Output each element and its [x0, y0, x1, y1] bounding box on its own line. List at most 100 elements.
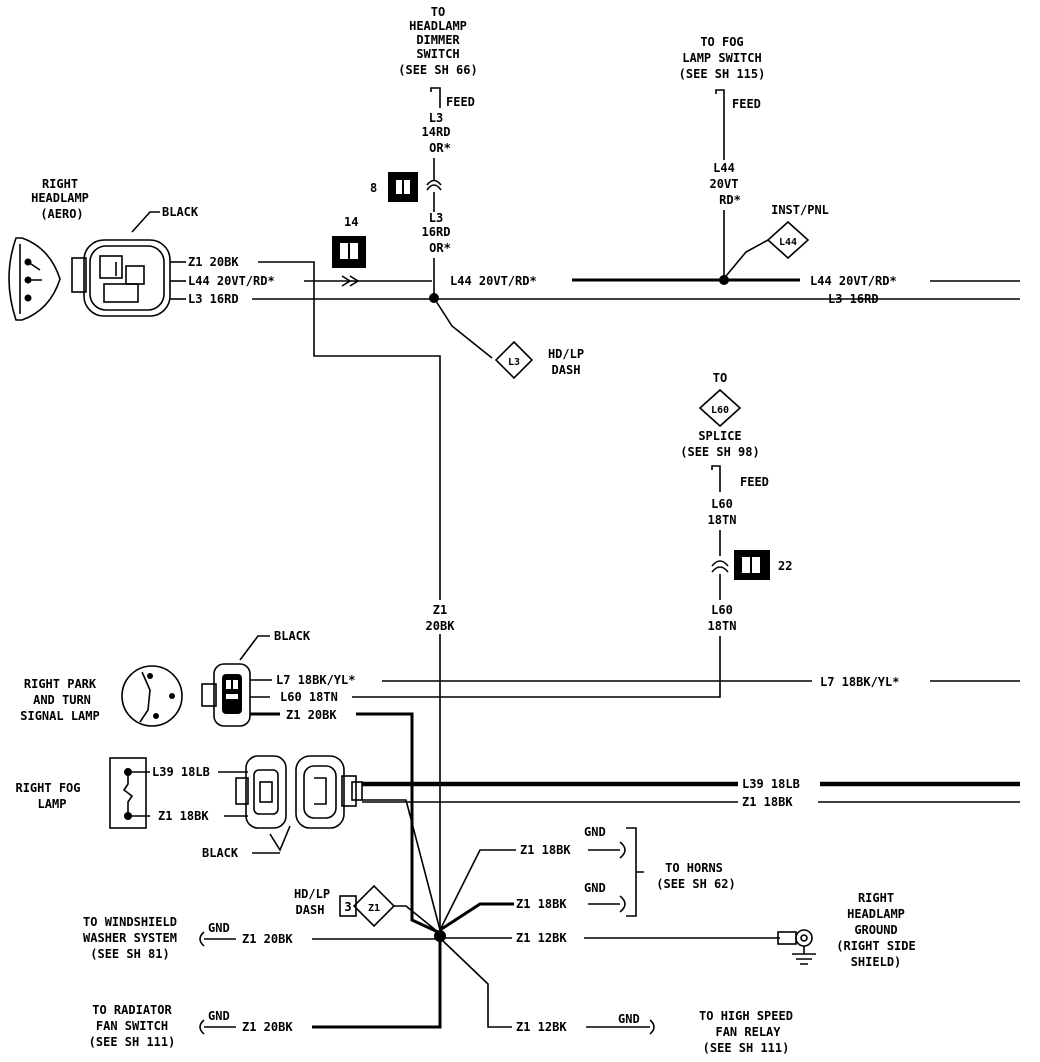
- z1-diamond: [352, 884, 396, 928]
- svg-text:GROUND: GROUND: [854, 923, 897, 937]
- svg-text:(SEE SH 81): (SEE SH 81): [90, 947, 169, 961]
- svg-text:OR*: OR*: [429, 241, 451, 255]
- svg-text:RIGHT PARK: RIGHT PARK: [24, 677, 97, 691]
- connector-3-number: 3: [344, 900, 351, 914]
- feed-2-label: FEED: [732, 97, 761, 111]
- l3-upper-label: L3 14RD OR*: [422, 111, 451, 155]
- park-lamp-bulb: [121, 665, 183, 727]
- headlamp-bulb: [8, 237, 61, 321]
- fog-switch-callout: TO FOG LAMP SWITCH (SEE SH 115): [679, 35, 766, 81]
- splice-line-2: (SEE SH 98): [680, 445, 759, 459]
- l44-vertical-label: L44 20VT RD*: [710, 161, 741, 207]
- fog-lamp-label: RIGHT FOG LAMP: [15, 781, 80, 811]
- fog-connector-right[interactable]: [295, 755, 363, 829]
- l44-mid-label: L44 20VT/RD*: [450, 274, 537, 288]
- l3-diamond-label: L3: [508, 357, 520, 368]
- connector-3-box: [339, 895, 357, 917]
- inst-pnl-label: INST/PNL: [771, 203, 829, 217]
- l60-upper-line-1: L60: [711, 497, 733, 511]
- splice-feed-marker: [711, 465, 721, 492]
- svg-text:HEADLAMP: HEADLAMP: [847, 907, 905, 921]
- svg-text:TO WINDSHIELD: TO WINDSHIELD: [83, 915, 177, 929]
- ground-hdlp-dash-line-1: HD/LP: [294, 887, 330, 901]
- connector-22-number: 22: [778, 559, 792, 573]
- park-lamp-connector[interactable]: [201, 663, 251, 727]
- svg-text:RIGHT FOG: RIGHT FOG: [15, 781, 80, 795]
- l60-diamond-label: L60: [711, 405, 729, 416]
- l3-right-label: L3 16RD: [828, 292, 879, 306]
- horn-gnd-symbol-1: [588, 841, 626, 859]
- radiator-z1-label: Z1 20BK: [242, 1020, 293, 1034]
- radiator-ground-wire: [312, 940, 442, 1029]
- headlamp-connector[interactable]: [71, 239, 171, 317]
- l60-wire: [352, 636, 721, 698]
- svg-text:L3: L3: [429, 211, 443, 225]
- svg-text:SHIELD): SHIELD): [851, 955, 902, 969]
- splice-to-label: TO: [713, 371, 727, 385]
- fog-black-label: BLACK: [202, 846, 239, 860]
- park-l7-label: L7 18BK/YL*: [276, 673, 355, 687]
- svg-text:RIGHT: RIGHT: [42, 177, 78, 191]
- svg-text:LAMP SWITCH: LAMP SWITCH: [682, 51, 761, 65]
- l60-upper-line-2: 18TN: [708, 513, 737, 527]
- svg-text:RIGHT: RIGHT: [858, 891, 894, 905]
- headlamp-z1-label: Z1 20BK: [188, 255, 239, 269]
- connector-14-box: [332, 236, 366, 268]
- connector-14-number: 14: [344, 215, 358, 229]
- headlamp-l3-label: L3 16RD: [188, 292, 239, 306]
- connector-8-number: 8: [370, 181, 377, 195]
- headlamp-black-label: BLACK: [162, 205, 199, 219]
- l60-lower-line-1: L60: [711, 603, 733, 617]
- washer-gnd-symbol: [199, 931, 236, 947]
- splice-feed-label: FEED: [740, 475, 769, 489]
- park-black-label: BLACK: [274, 629, 311, 643]
- headlamp-dimmer-callout: TO HEADLAMP DIMMER SWITCH (SEE SH 66): [398, 5, 477, 77]
- connector-22-pins: [711, 560, 729, 573]
- feed-1-label: FEED: [446, 95, 475, 109]
- z1-diamond-label: Z1: [368, 903, 380, 914]
- fan-relay-callout: TO HIGH SPEED FAN RELAY (SEE SH 111): [699, 1009, 793, 1055]
- headlamp-ground-eyelet: [777, 929, 816, 965]
- svg-text:(SEE SH 111): (SEE SH 111): [703, 1041, 790, 1055]
- fan-z1-label: Z1 12BK: [516, 1020, 567, 1034]
- horn-gnd-1-label: GND: [584, 825, 606, 839]
- svg-text:L3: L3: [429, 111, 443, 125]
- l44-diamond: [766, 220, 810, 260]
- svg-text:RD*: RD*: [719, 193, 741, 207]
- z1-vertical-line-1: Z1: [433, 603, 447, 617]
- svg-text:TO RADIATOR: TO RADIATOR: [92, 1003, 172, 1017]
- svg-text:14RD: 14RD: [422, 125, 451, 139]
- washer-gnd-label: GND: [208, 921, 230, 935]
- right-headlamp-label: RIGHT HEADLAMP (AERO): [31, 177, 89, 221]
- z1-headlamp-ground-wire: [258, 261, 441, 930]
- svg-text:HEADLAMP: HEADLAMP: [31, 191, 89, 205]
- ground-hdlp-dash-line-2: DASH: [296, 903, 325, 917]
- svg-text:L44: L44: [713, 161, 735, 175]
- svg-text:16RD: 16RD: [422, 225, 451, 239]
- l3-dash-leader: [433, 297, 493, 359]
- headlamp-l44-label: L44 20VT/RD*: [188, 274, 275, 288]
- radiator-gnd-symbol: [199, 1019, 236, 1035]
- radiator-gnd-label: GND: [208, 1009, 230, 1023]
- ground-z1-12bk-label: Z1 12BK: [516, 931, 567, 945]
- l44-diamond-label: L44: [779, 237, 797, 248]
- fan-gnd-symbol: [586, 1019, 655, 1035]
- radiator-callout: TO RADIATOR FAN SWITCH (SEE SH 111): [89, 1003, 176, 1049]
- fog-connector-left[interactable]: [235, 755, 287, 829]
- horn-z1-2-label: Z1 18BK: [516, 897, 567, 911]
- park-z1-ground-wire: [356, 712, 439, 934]
- svg-text:(SEE SH 115): (SEE SH 115): [679, 67, 766, 81]
- horn-gnd-2-label: GND: [584, 881, 606, 895]
- headlamp-ground-label: RIGHT HEADLAMP GROUND (RIGHT SIDE SHIELD…: [836, 891, 915, 969]
- l3-lower-label: L3 16RD OR*: [422, 211, 451, 255]
- svg-text:20VT: 20VT: [710, 177, 739, 191]
- horn-gnd-symbol-2: [588, 895, 626, 913]
- fog-z1-label: Z1 18BK: [158, 809, 209, 823]
- l3-diamond: [494, 340, 534, 380]
- svg-text:(SEE SH 111): (SEE SH 111): [89, 1035, 176, 1049]
- svg-text:LAMP: LAMP: [38, 797, 67, 811]
- fog-l39-right-label: L39 18LB: [742, 777, 800, 791]
- park-z1-label: Z1 20BK: [286, 708, 337, 722]
- headlamp-black-leader: [131, 211, 160, 233]
